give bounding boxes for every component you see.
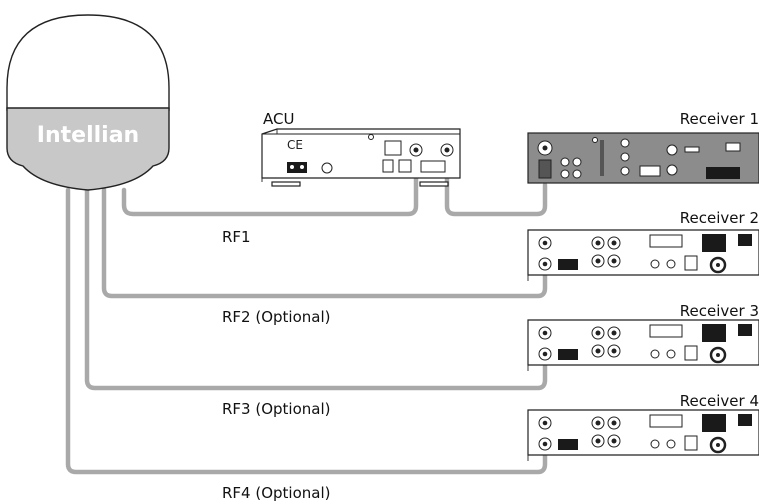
receiver-2-device [527, 229, 759, 281]
receiver-3-device [527, 319, 759, 371]
ce-mark-icon: CE [287, 138, 303, 152]
serial-port-icon [420, 160, 446, 173]
ethernet-port-icon [384, 140, 402, 156]
rf-cables [65, 172, 548, 475]
acu-to-receiver1-cable [444, 172, 548, 217]
rf2-cable [101, 187, 548, 299]
fuse-icon [321, 162, 333, 174]
rf4-label: RF4 (Optional) [222, 484, 331, 502]
antenna-dome: Intellian [6, 14, 170, 191]
rf3-label: RF3 (Optional) [222, 400, 331, 418]
rf1-label: RF1 [222, 228, 251, 246]
antenna-brand-logo: Intellian [37, 123, 139, 148]
receiver-2-label: Receiver 2 [680, 209, 759, 227]
acu-label: ACU [263, 110, 294, 128]
receiver-4-device [527, 409, 759, 461]
rf2-label: RF2 (Optional) [222, 308, 331, 326]
receiver-4-label: Receiver 4 [680, 392, 759, 410]
receiver-3-label: Receiver 3 [680, 302, 759, 320]
power-terminal-icon [287, 162, 307, 173]
receiver-1-label: Receiver 1 [680, 110, 759, 128]
rf3-cable [84, 187, 548, 391]
receiver-1-device [527, 132, 759, 184]
rf1-cable [121, 173, 419, 217]
rf4-cable [65, 187, 548, 475]
dc-port-icon [382, 159, 394, 173]
acu-device: CE [261, 128, 461, 187]
